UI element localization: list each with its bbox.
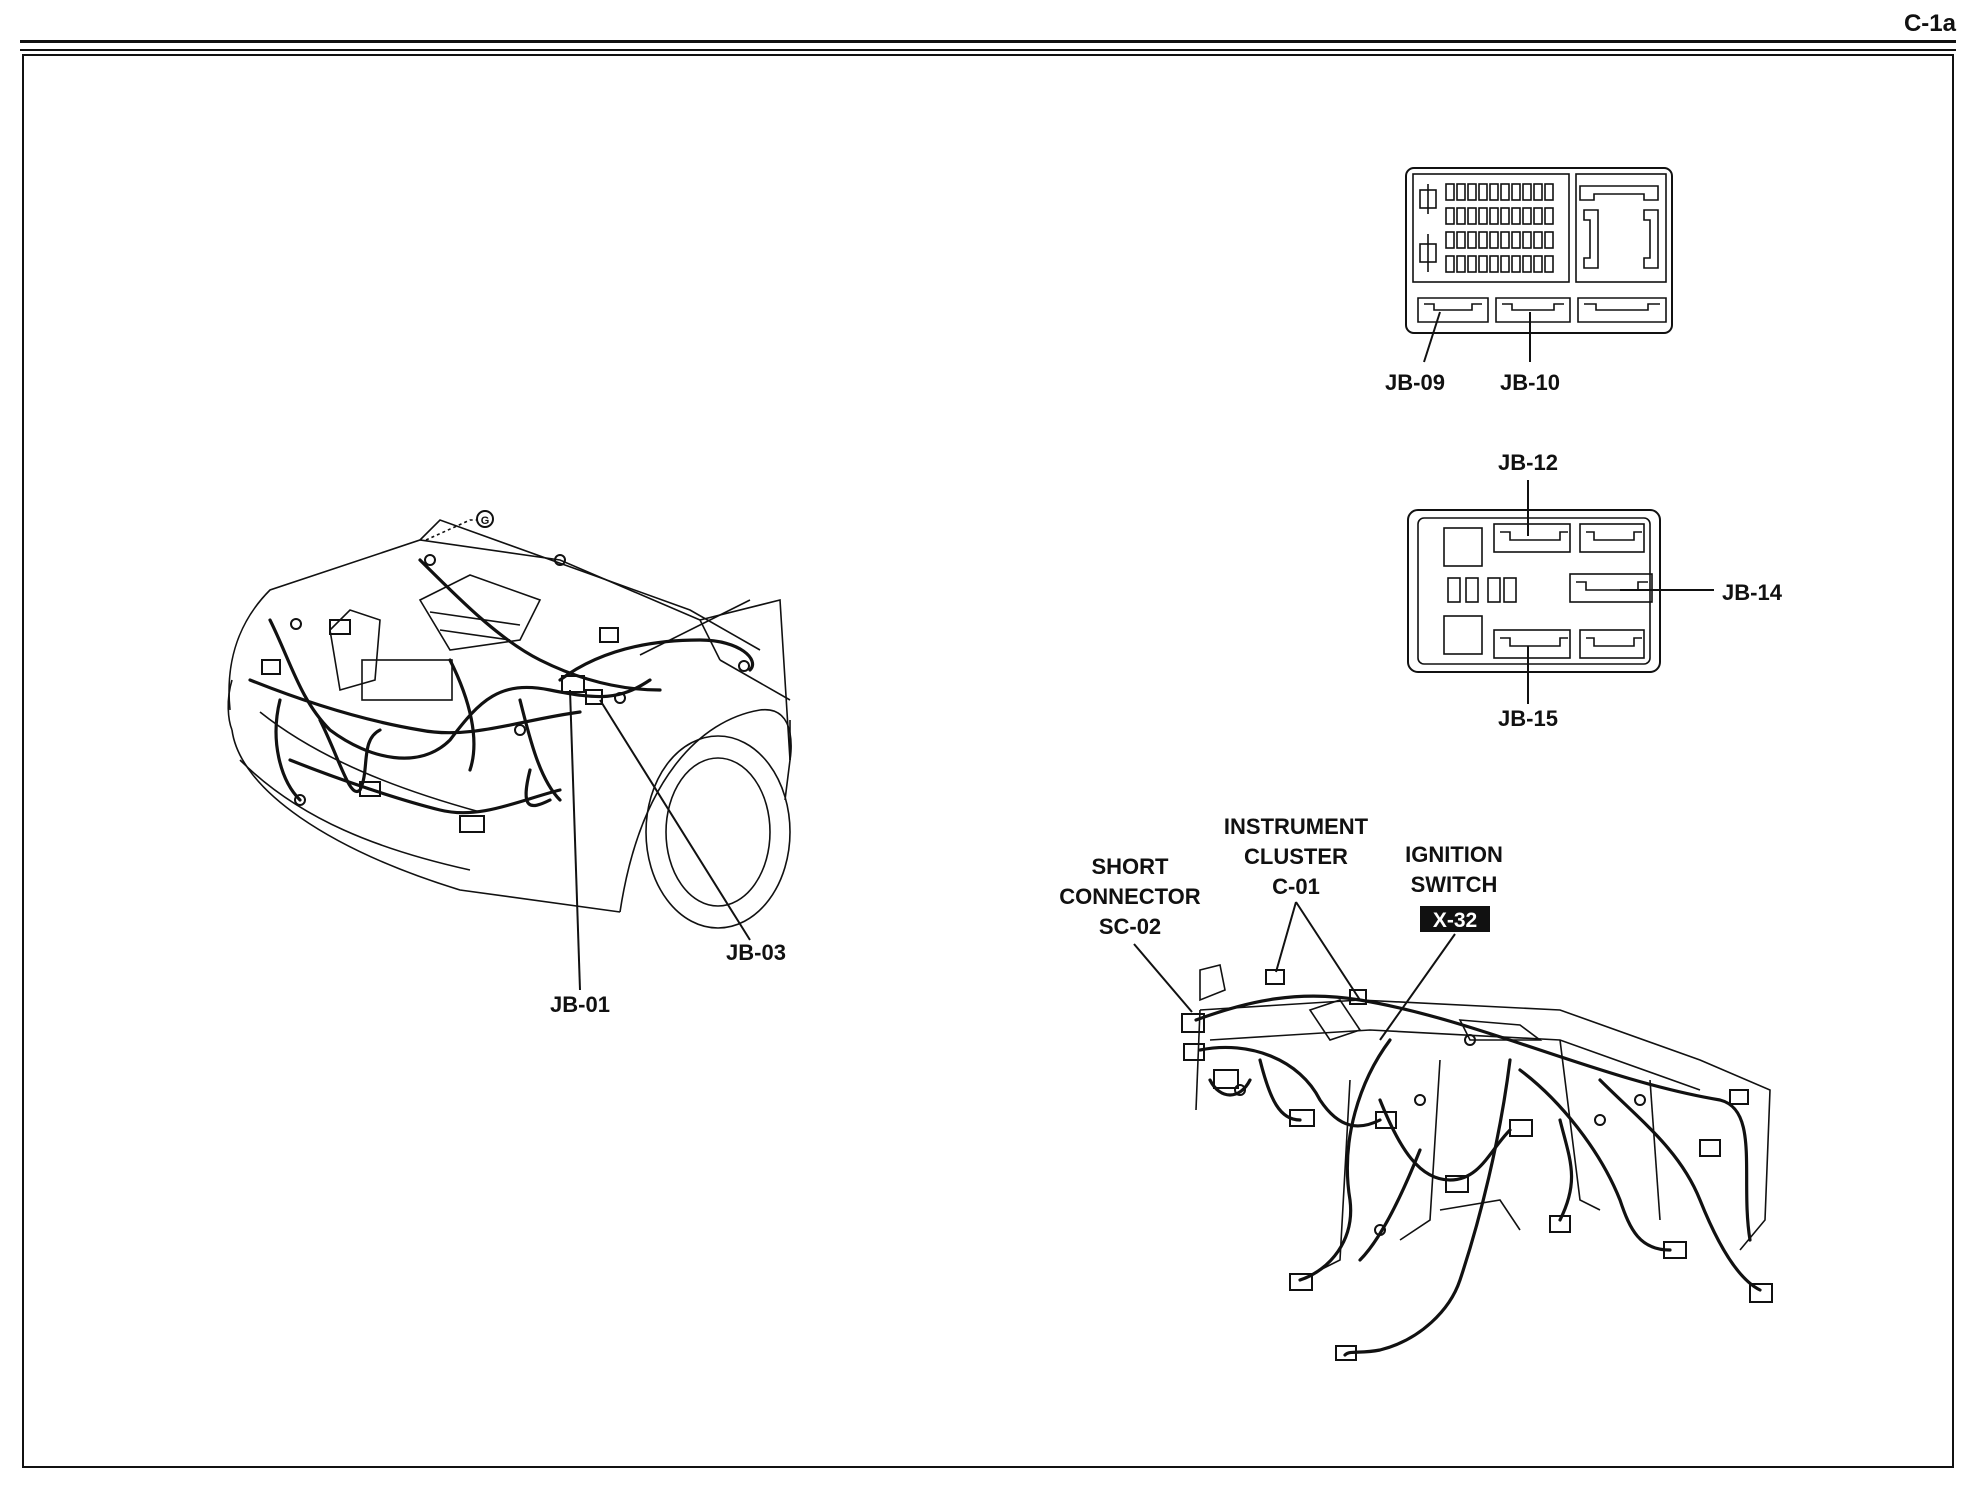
fuse-slot	[1544, 231, 1554, 249]
header-rule	[20, 40, 1956, 51]
fuse-slot	[1445, 183, 1455, 201]
label-jb-10: JB-10	[1500, 370, 1560, 395]
fuse-slot	[1522, 207, 1532, 225]
label-ignition-line1: IGNITION	[1405, 842, 1503, 867]
fuse-slot	[1478, 255, 1488, 273]
label-cluster-line3: C-01	[1272, 874, 1320, 899]
fuse-slot	[1544, 183, 1554, 201]
dashboard-harness-illustration	[1133, 901, 1773, 1361]
label-ignition-line2: SWITCH	[1411, 872, 1498, 897]
label-jb-12: JB-12	[1498, 450, 1558, 475]
fuse-slot	[1544, 207, 1554, 225]
fuse-slot	[1500, 207, 1510, 225]
label-jb-15: JB-15	[1498, 706, 1558, 731]
fuse-slot	[1489, 255, 1499, 273]
fuse-slot	[1456, 231, 1466, 249]
fuse-slot	[1511, 231, 1521, 249]
fuse-slot	[1500, 231, 1510, 249]
fuse-slot	[1489, 231, 1499, 249]
label-cluster-line1: INSTRUMENT	[1224, 814, 1369, 839]
fuse-grid	[1445, 183, 1554, 273]
label-ground: G	[481, 515, 490, 527]
fuse-slot	[1522, 231, 1532, 249]
fuse-slot	[1467, 183, 1477, 201]
engine-bay-illustration	[227, 519, 792, 991]
fuse-slot	[1511, 255, 1521, 273]
diagram-frame	[22, 54, 1954, 1468]
fuse-slot	[1478, 207, 1488, 225]
ignition-badge	[1420, 906, 1490, 932]
fuse-slot	[1445, 207, 1455, 225]
fuse-slot	[1544, 255, 1554, 273]
label-jb-14: JB-14	[1722, 580, 1783, 605]
label-short-line3: SC-02	[1099, 914, 1161, 939]
fuse-box-mid	[1407, 480, 1714, 704]
fuse-slot	[1522, 183, 1532, 201]
label-ignition-badge: X-32	[1433, 909, 1477, 932]
label-jb-03: JB-03	[726, 940, 786, 965]
label-cluster-line2: CLUSTER	[1244, 844, 1348, 869]
fuse-slot	[1467, 207, 1477, 225]
fuse-slot	[1456, 207, 1466, 225]
fuse-slot	[1522, 255, 1532, 273]
fuse-slot	[1445, 255, 1455, 273]
fuse-slot	[1467, 231, 1477, 249]
fuse-slot	[1489, 183, 1499, 201]
fuse-slot	[1467, 255, 1477, 273]
fuse-slot	[1445, 231, 1455, 249]
fuse-slot	[1478, 183, 1488, 201]
ground-point-icon	[476, 510, 494, 528]
fuse-slot	[1456, 183, 1466, 201]
page-number: C-1a	[1903, 10, 1956, 37]
label-short-line1: SHORT	[1092, 854, 1170, 879]
fuse-slot	[1533, 231, 1543, 249]
fuse-slot	[1511, 207, 1521, 225]
label-jb-01: JB-01	[550, 992, 610, 1017]
fuse-slot	[1533, 255, 1543, 273]
fuse-slot	[1456, 255, 1466, 273]
fuse-slot	[1533, 183, 1543, 201]
fuse-slot	[1500, 255, 1510, 273]
fuse-slot	[1489, 207, 1499, 225]
fuse-slot	[1511, 183, 1521, 201]
fuse-slot	[1533, 207, 1543, 225]
label-jb-09: JB-09	[1385, 370, 1445, 395]
label-short-line2: CONNECTOR	[1059, 884, 1200, 909]
fuse-slot	[1500, 183, 1510, 201]
fuse-slot	[1478, 231, 1488, 249]
fuse-box-top	[1405, 167, 1673, 363]
